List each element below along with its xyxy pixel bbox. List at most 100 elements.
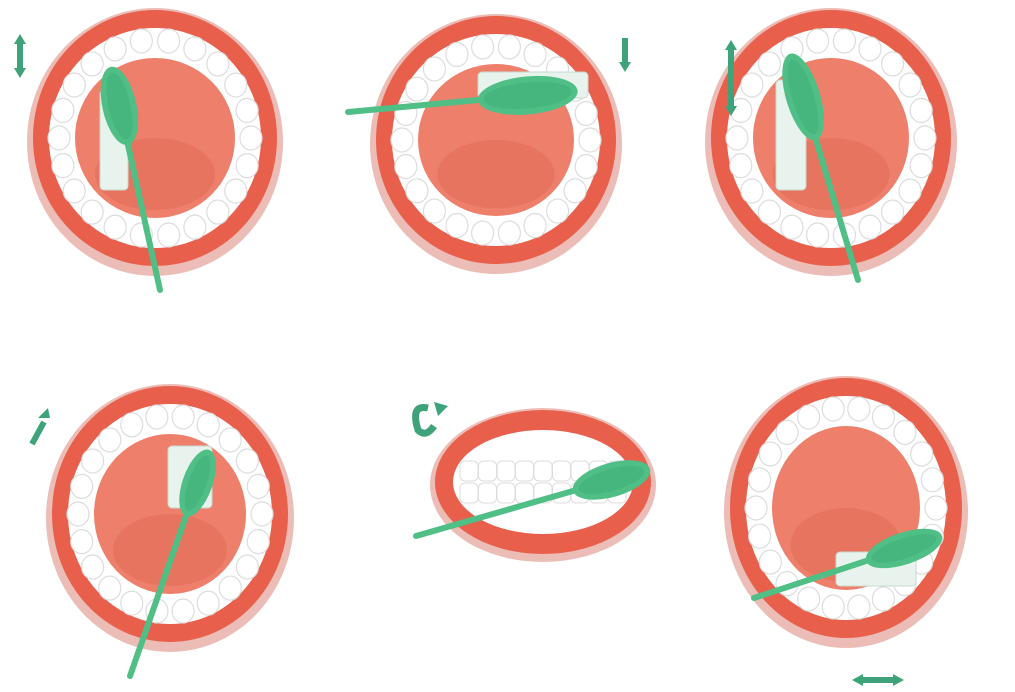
tooth	[798, 587, 820, 611]
tooth	[872, 587, 894, 611]
tooth	[807, 223, 829, 247]
tooth	[52, 98, 74, 122]
tooth	[219, 576, 241, 600]
tooth	[516, 461, 534, 481]
tooth	[848, 397, 870, 421]
tooth	[423, 199, 445, 223]
tooth	[497, 483, 515, 503]
tooth	[882, 200, 904, 224]
tooth	[236, 449, 258, 473]
tooth	[807, 29, 829, 53]
tooth	[395, 154, 417, 178]
tooth	[130, 29, 152, 53]
tooth	[547, 199, 569, 223]
tooth	[99, 428, 121, 452]
tooth	[446, 214, 468, 238]
tooth	[534, 461, 552, 481]
tooth	[158, 223, 180, 247]
step-5-chewing-surface	[338, 346, 676, 692]
tooth	[759, 550, 781, 574]
tooth	[524, 42, 546, 66]
tooth	[48, 126, 70, 150]
tooth	[225, 179, 247, 203]
tooth	[497, 461, 515, 481]
tooth	[82, 555, 104, 579]
tooth	[859, 215, 881, 239]
tooth	[553, 461, 571, 481]
tooth	[925, 496, 947, 520]
tooth	[781, 215, 803, 239]
tooth	[749, 524, 771, 548]
tooth	[71, 474, 93, 498]
tooth	[104, 215, 126, 239]
tooth	[63, 73, 85, 97]
tooth	[184, 215, 206, 239]
tooth	[172, 405, 194, 429]
tooth	[899, 73, 921, 97]
tooth	[882, 52, 904, 76]
tooth	[207, 52, 229, 76]
tooth	[758, 200, 780, 224]
tooth	[82, 449, 104, 473]
tooth	[859, 37, 881, 61]
tooth	[251, 502, 273, 526]
tooth	[121, 413, 143, 437]
tooth	[52, 154, 74, 178]
tooth	[207, 200, 229, 224]
tooth	[406, 179, 428, 203]
tooth	[575, 102, 597, 126]
tooth	[759, 442, 781, 466]
tooth	[247, 474, 269, 498]
tooth	[730, 154, 752, 178]
tooth	[872, 405, 894, 429]
tooth	[219, 428, 241, 452]
tooth	[798, 405, 820, 429]
step-4-inner-front-teeth	[0, 346, 338, 692]
tooth	[197, 591, 219, 615]
step-3-outer-right-teeth	[676, 0, 1014, 346]
tooth	[472, 221, 494, 245]
tooth	[81, 52, 103, 76]
motion-arrow-icon	[416, 402, 448, 433]
step-2-outer-upper-teeth	[338, 0, 676, 346]
tooth	[236, 555, 258, 579]
tooth	[240, 126, 262, 150]
motion-arrow-icon	[32, 408, 50, 444]
tooth	[579, 128, 601, 152]
panel-step-2	[338, 0, 676, 346]
tooth	[81, 200, 103, 224]
tooth	[197, 413, 219, 437]
motion-arrow-icon	[852, 674, 904, 686]
step-1-outer-left-teeth	[0, 0, 338, 346]
tooth	[146, 405, 168, 429]
tooth	[894, 420, 916, 444]
tooth	[776, 420, 798, 444]
tooth	[910, 154, 932, 178]
tooth	[921, 468, 943, 492]
tooth	[71, 530, 93, 554]
panel-step-1	[0, 0, 338, 346]
tooth	[67, 502, 89, 526]
tooth	[121, 591, 143, 615]
tooth	[247, 530, 269, 554]
tooth	[460, 461, 478, 481]
tooth	[225, 73, 247, 97]
tooth	[479, 461, 497, 481]
tooth	[911, 442, 933, 466]
tooth	[446, 42, 468, 66]
tooth	[104, 37, 126, 61]
tooth	[564, 179, 586, 203]
tooth	[498, 221, 520, 245]
tooth	[472, 35, 494, 59]
tooth	[391, 128, 413, 152]
tooth	[479, 483, 497, 503]
panel-step-6	[676, 346, 1014, 692]
tooth	[236, 98, 258, 122]
tooth	[498, 35, 520, 59]
step-6-lower-teeth	[676, 346, 1014, 692]
tooth	[172, 599, 194, 623]
motion-arrow-icon	[14, 34, 26, 78]
tooth	[758, 52, 780, 76]
tooth	[406, 77, 428, 101]
